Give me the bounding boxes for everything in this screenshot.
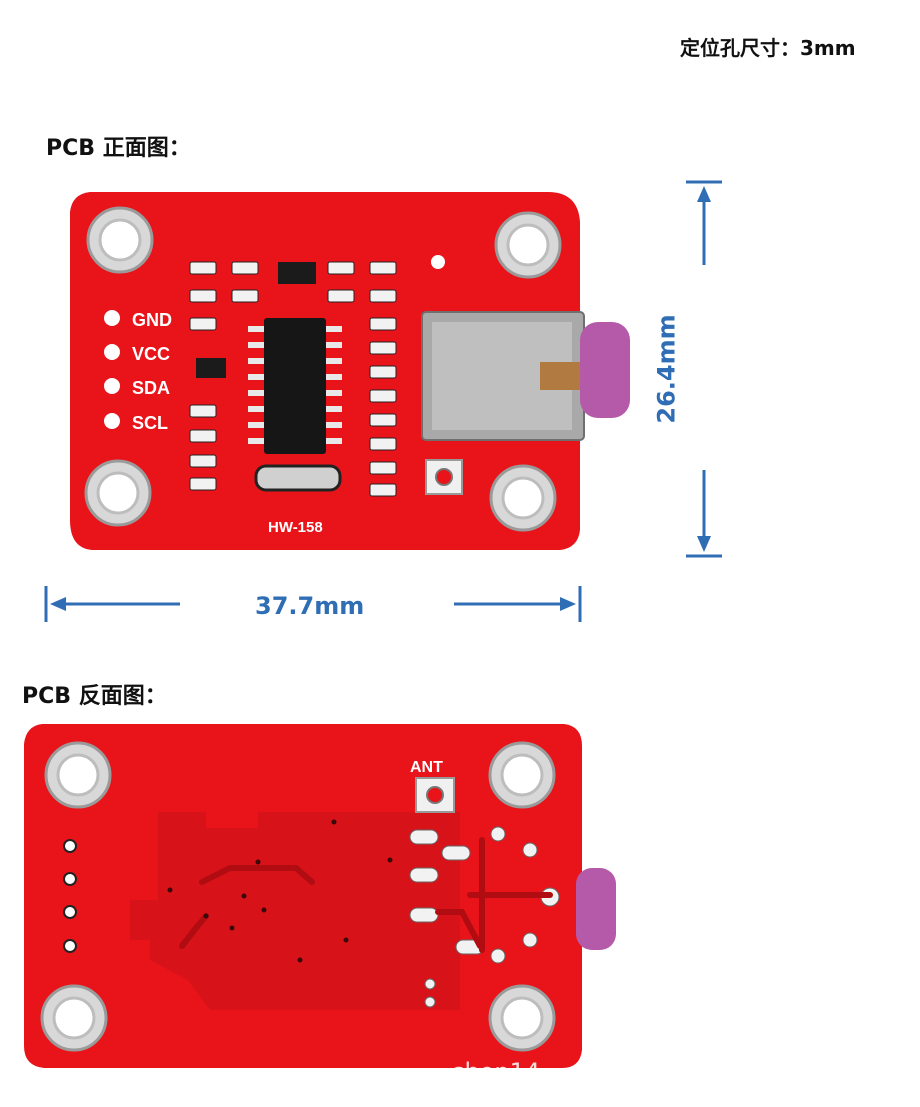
back-traces: [179, 837, 553, 953]
pin-label-vcc: VCC: [132, 344, 170, 364]
audio-jack-back: [576, 868, 616, 950]
smd-components-left: [189, 261, 259, 491]
transistor-top: [278, 262, 316, 284]
pin-label-gnd: GND: [132, 310, 172, 330]
back-view-title: PCB 反面图：: [22, 684, 167, 709]
height-dimension-line: [686, 180, 722, 558]
width-dimension-line: [44, 586, 582, 622]
antenna-pad-front: [425, 459, 463, 495]
shop-watermark: shop14: [452, 1058, 541, 1086]
mounting-hole-back-top-left: [44, 741, 112, 809]
smd-components-right: [327, 261, 397, 497]
mounting-hole-bottom-left: [84, 459, 152, 527]
antenna-pad-back: [415, 777, 455, 813]
audio-jack-front: [421, 311, 630, 441]
crystal-oscillator: [254, 464, 342, 492]
pin-pads: [104, 310, 120, 429]
width-dimension-label: 37.7mm: [255, 592, 365, 620]
pin-label-sda: SDA: [132, 378, 170, 398]
plus-pad: [431, 255, 445, 269]
back-vias: [167, 819, 393, 963]
mounting-hole-back-top-right: [488, 741, 556, 809]
pcb-model-label: HW-158: [268, 519, 323, 536]
main-ic-chip: [248, 318, 342, 454]
mounting-hole-back-bottom-right: [488, 984, 556, 1052]
front-view-title: PCB 正面图：: [46, 136, 191, 161]
antenna-label: ANT: [410, 759, 443, 776]
mounting-hole-bottom-right: [489, 464, 557, 532]
back-header-pins: [63, 839, 77, 953]
pin-label-scl: SCL: [132, 413, 168, 433]
ground-pour-area: [130, 812, 460, 1010]
mounting-hole-size-note: 定位孔尺寸：3mm: [680, 36, 856, 60]
mounting-hole-top-right: [494, 211, 562, 279]
mounting-hole-back-bottom-left: [40, 984, 108, 1052]
mounting-hole-top-left: [86, 206, 154, 274]
transistor-left: [196, 358, 226, 378]
